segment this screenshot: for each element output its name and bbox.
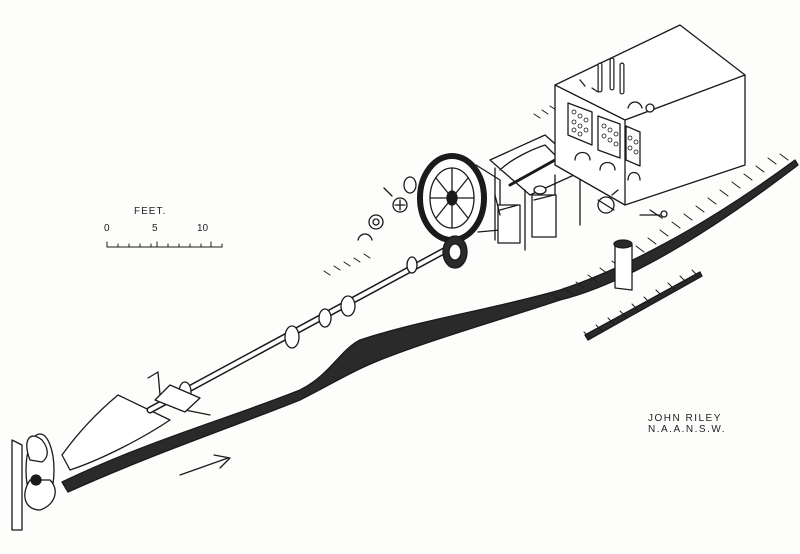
propeller	[24, 433, 56, 511]
shaft-bracket	[154, 384, 201, 413]
scale-tick-label: 10	[197, 223, 209, 234]
keel-strip	[61, 159, 799, 493]
scale-title: FEET.	[134, 206, 167, 217]
engine-frame	[489, 134, 586, 251]
scale-tick-label: 5	[152, 223, 158, 234]
boiler	[554, 24, 746, 206]
flywheel	[417, 153, 501, 243]
scale-bar	[106, 241, 223, 248]
artist-signature: JOHN RILEY N.A.A.N.S.W.	[648, 413, 727, 435]
stanchion	[613, 239, 633, 291]
reduction-gear	[442, 235, 468, 269]
stern-bracket	[11, 371, 211, 531]
scale-tick-label: 0	[104, 223, 110, 234]
direction-arrow	[179, 454, 231, 476]
fin-plate	[61, 394, 171, 471]
loose-fittings	[357, 176, 668, 241]
lower-rail	[584, 271, 703, 341]
propeller-shaft	[146, 241, 459, 414]
